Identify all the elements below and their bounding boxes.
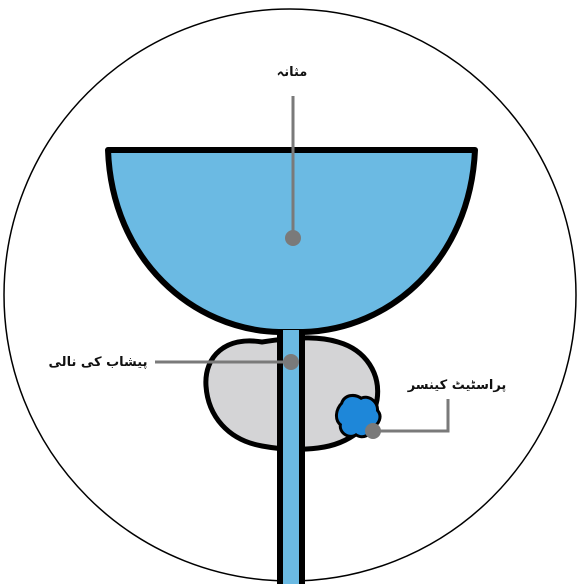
prostate-cancer-label: پراسٹیٹ کینسر bbox=[407, 378, 507, 393]
urethra-pointer-dot bbox=[283, 354, 299, 370]
bladder-pointer-dot bbox=[285, 230, 301, 246]
cancer-pointer-dot bbox=[365, 423, 381, 439]
urethra bbox=[280, 330, 302, 584]
urethra-label: پیشاب کی نالی bbox=[49, 355, 148, 370]
bladder-label: مثانہ bbox=[277, 65, 308, 80]
cancer-pointer-line bbox=[373, 399, 450, 433]
